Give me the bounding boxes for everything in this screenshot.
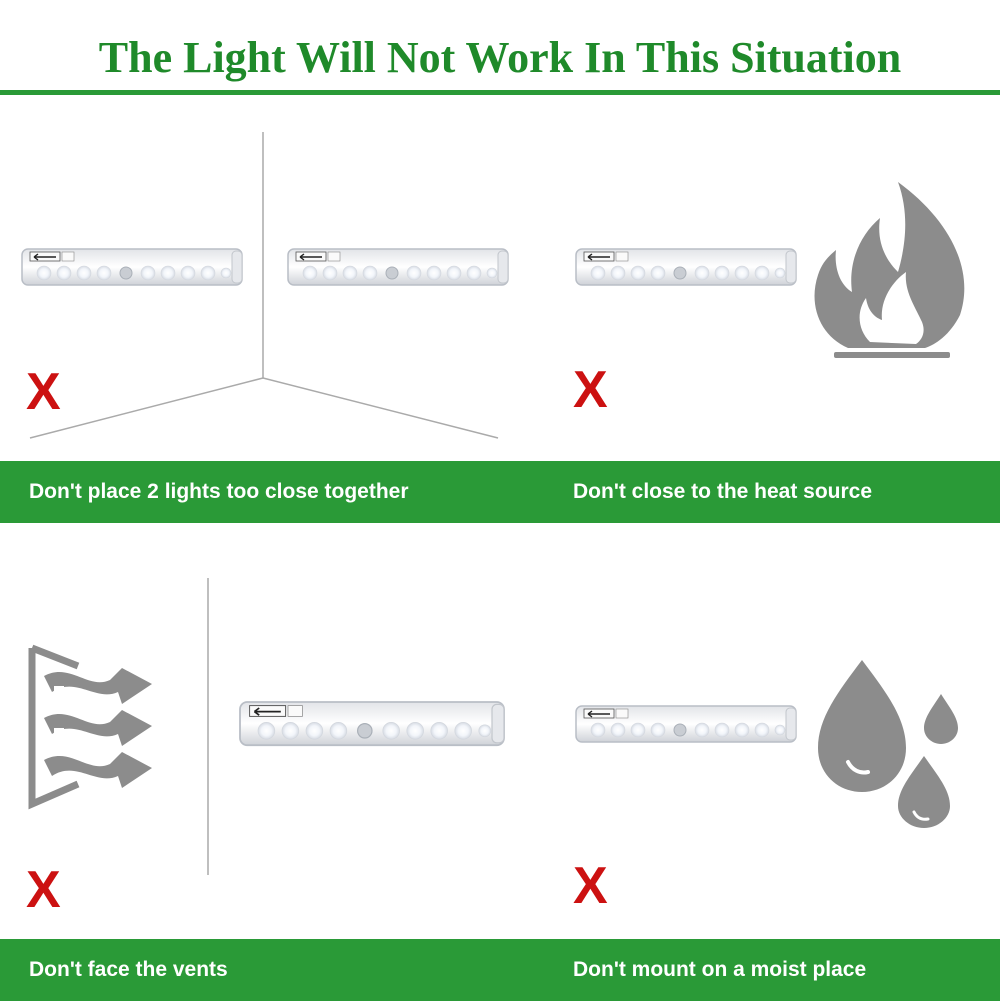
- led-light-bar: [575, 705, 797, 743]
- led-light-bar: [575, 248, 797, 286]
- caption-vents: Don't face the vents: [29, 958, 228, 981]
- x-mark-icon: X: [26, 363, 61, 421]
- water-drops-icon: [818, 660, 958, 828]
- caption-banner-bottom: Don't face the vents Don't mount on a mo…: [0, 939, 1000, 1001]
- x-mark-icon: X: [26, 861, 61, 919]
- page-title: The Light Will Not Work In This Situatio…: [98, 33, 902, 82]
- led-light-bar: [287, 248, 509, 286]
- vent-airflow-icon: [28, 644, 152, 810]
- caption-lights-too-close: Don't place 2 lights too close together: [29, 480, 409, 503]
- x-mark-icon: X: [573, 361, 608, 419]
- led-light-bar: [21, 248, 243, 286]
- caption-heat-source: Don't close to the heat source: [573, 480, 873, 503]
- caption-moist-place: Don't mount on a moist place: [573, 958, 867, 981]
- title-divider: [0, 90, 1000, 95]
- corner-wall-icon: [29, 132, 499, 439]
- flame-icon: [814, 182, 965, 358]
- x-mark-icon: X: [573, 857, 608, 915]
- led-light-bar: [239, 701, 505, 747]
- caption-banner-top: Don't place 2 lights too close together …: [0, 461, 1000, 523]
